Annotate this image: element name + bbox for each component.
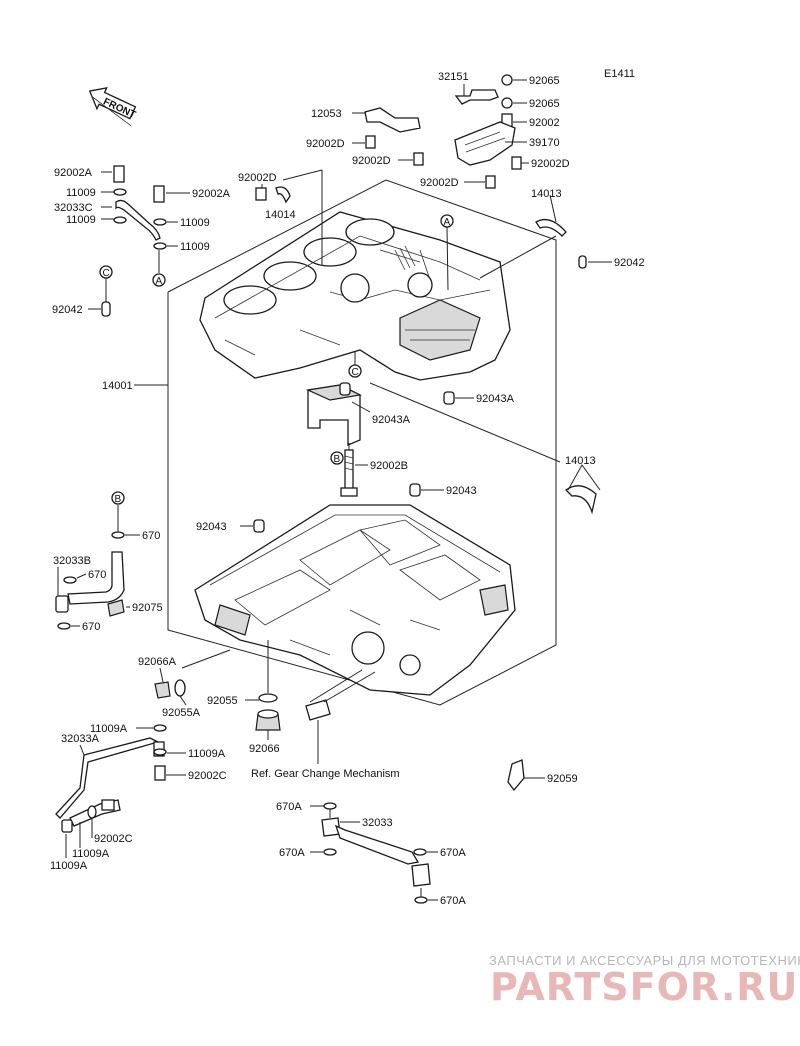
label-92043a-b: 92043A	[372, 414, 411, 426]
label-92002: 92002	[529, 117, 560, 129]
label-92002d-5: 92002D	[238, 172, 277, 184]
label-670a-2: 670A	[279, 847, 305, 859]
callout-c-left: C	[99, 265, 113, 279]
bracket-32151	[454, 89, 499, 105]
label-92002d-3: 92002D	[531, 158, 570, 170]
callout-b-left: B	[111, 491, 125, 505]
callout-b-mid: B	[330, 451, 344, 465]
label-92042-right: 92042	[614, 257, 645, 269]
label-92043-right: 92043	[446, 485, 477, 497]
label-92066: 92066	[249, 743, 280, 755]
label-92059: 92059	[547, 773, 578, 785]
label-39170: 39170	[529, 137, 560, 149]
label-92002d-2: 92002D	[352, 155, 391, 167]
label-92002a-mid: 92002A	[192, 188, 231, 200]
watermark-logo: PARTSFOR.RU	[490, 965, 798, 1009]
oil-pipe-32033a	[55, 737, 160, 819]
label-12053: 12053	[311, 108, 342, 120]
label-92055: 92055	[207, 695, 238, 707]
callout-c-mid: C	[348, 352, 362, 378]
half-ring-14013-mid	[564, 485, 597, 515]
oil-pipe-32033	[334, 824, 420, 865]
label-92043-left: 92043	[196, 521, 227, 533]
label-32033: 32033	[362, 817, 393, 829]
label-32151: 32151	[438, 71, 469, 83]
bracket-12053	[364, 107, 421, 133]
label-11009-2: 11009	[66, 214, 96, 226]
svg-text:B: B	[334, 454, 341, 465]
label-92042-left: 92042	[52, 304, 83, 316]
label-670-1: 670	[142, 530, 160, 542]
svg-text:C: C	[352, 367, 359, 378]
label-32033b: 32033B	[53, 555, 91, 567]
label-92002d-1: 92002D	[306, 138, 345, 150]
svg-text:B: B	[115, 494, 122, 505]
label-92065-a: 92065	[529, 75, 560, 87]
label-32033c: 32033C	[54, 202, 93, 214]
label-670a-1: 670A	[276, 801, 302, 813]
upper-crankcase	[199, 211, 511, 381]
callout-a-top: A	[440, 214, 454, 291]
label-11009a-4: 11009A	[50, 860, 88, 872]
label-92002b: 92002B	[370, 460, 408, 472]
breather-cover-39170	[454, 121, 516, 166]
label-92002c-2: 92002C	[94, 833, 133, 845]
svg-text:A: A	[156, 276, 163, 287]
label-11009-3: 11009	[180, 217, 210, 229]
label-11009-1: 11009	[66, 187, 96, 199]
label-92075: 92075	[132, 602, 163, 614]
callout-a-left: A	[152, 273, 166, 287]
diagram-code: E1411	[604, 68, 635, 80]
label-92002a-left: 92002A	[54, 167, 93, 179]
label-11009a-3: 11009A	[72, 848, 110, 860]
oil-pipe-32033b	[67, 551, 125, 605]
label-14014: 14014	[265, 209, 296, 221]
label-92065-b: 92065	[529, 98, 560, 110]
label-670-3: 670	[82, 621, 100, 633]
label-32033a: 32033A	[61, 733, 100, 745]
label-92002c-1: 92002C	[188, 770, 227, 782]
label-92055a: 92055A	[162, 707, 201, 719]
svg-text:C: C	[103, 268, 110, 279]
label-11009a-2: 11009A	[188, 748, 226, 760]
label-92043a: 92043A	[476, 393, 515, 405]
ref-gear-change-text: Ref. Gear Change Mechanism	[251, 768, 400, 780]
label-14013-mid: 14013	[565, 455, 596, 467]
label-11009-4: 11009	[180, 241, 210, 253]
svg-text:A: A	[444, 217, 451, 228]
lower-crankcase	[194, 504, 516, 696]
label-92066a: 92066A	[138, 656, 177, 668]
engine-mount-block	[305, 384, 362, 446]
label-11009a-1: 11009A	[90, 723, 128, 735]
label-670-2: 670	[88, 569, 106, 581]
label-670a-3: 670A	[440, 847, 466, 859]
fitting-92059	[507, 759, 525, 792]
label-92002d-4: 92002D	[420, 177, 459, 189]
label-670a-4: 670A	[440, 895, 466, 907]
half-ring-14013-top	[535, 218, 567, 237]
crankcase-outline	[167, 179, 557, 440]
label-14001: 14001	[102, 380, 133, 392]
watermark-tagline: ЗАПЧАСТИ И АКСЕССУАРЫ ДЛЯ МОТОТЕХНИКИ	[489, 953, 800, 968]
front-arrow-icon: FRONT	[88, 87, 137, 127]
oil-pipe-32033c	[115, 199, 161, 241]
label-14013-top: 14013	[531, 188, 562, 200]
